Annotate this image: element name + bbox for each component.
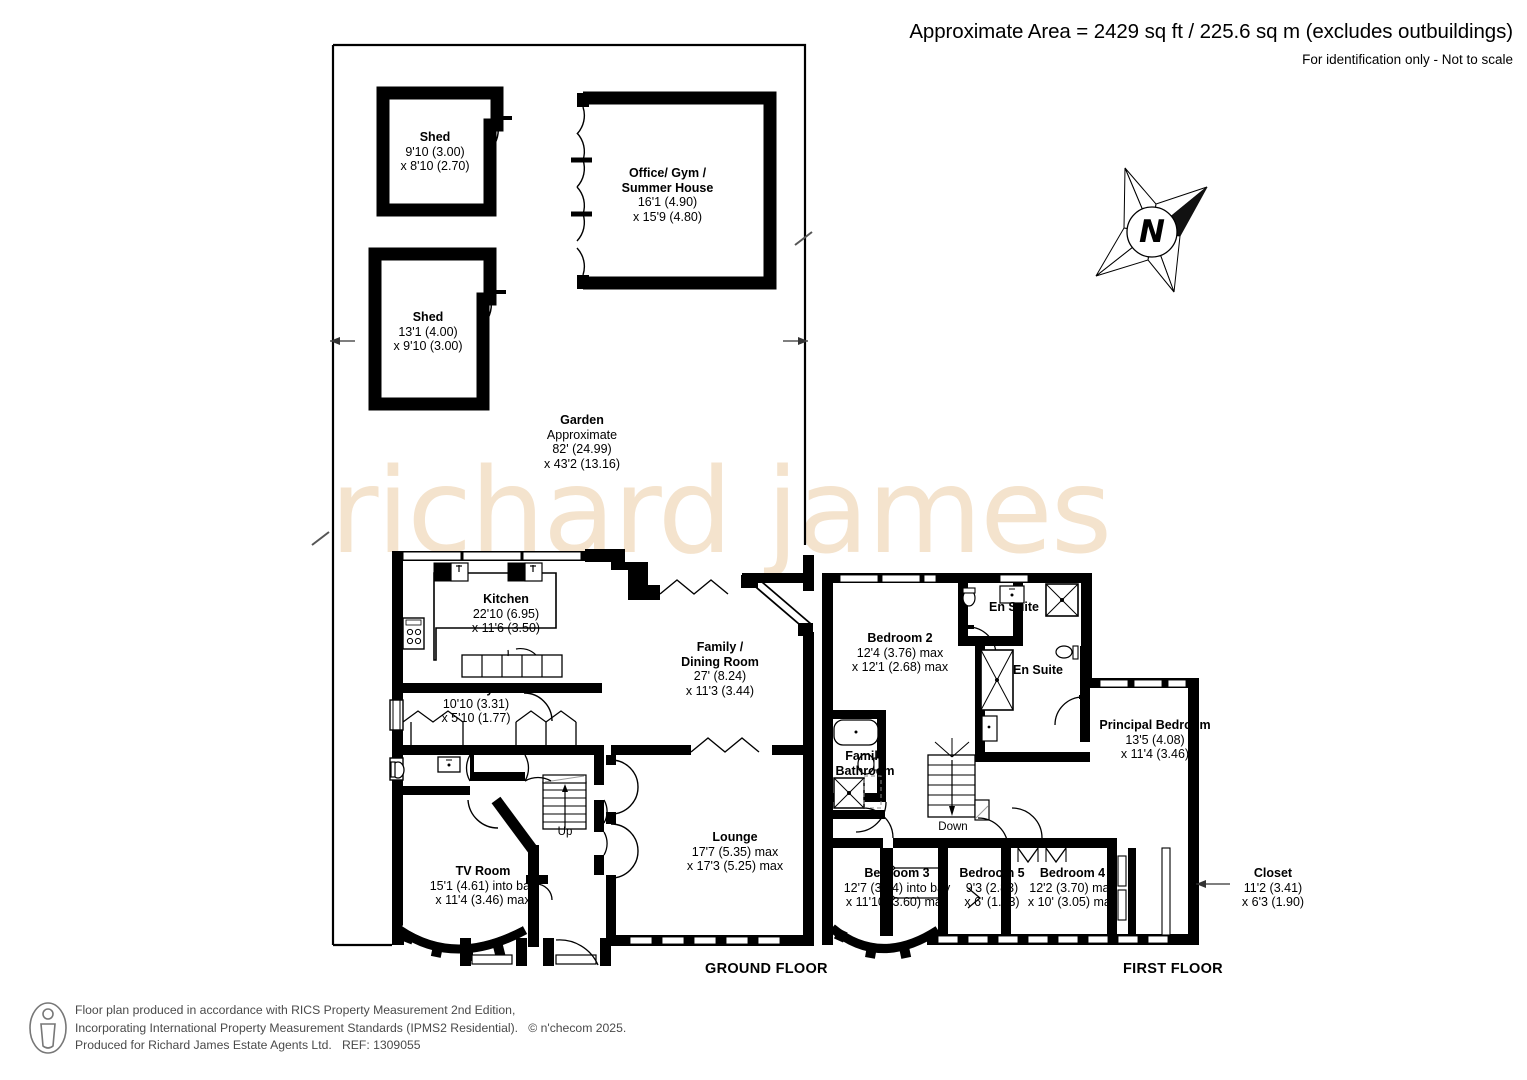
- footer-copyright: © n'checom 2025.: [528, 1020, 627, 1035]
- utility-name: Utility: [458, 682, 494, 696]
- room-label-bedroom-4: Bedroom 4 12'2 (3.70) max x 10' (3.05) m…: [1010, 866, 1135, 910]
- first-floor-label: FIRST FLOOR: [1123, 961, 1223, 977]
- room-label-office-gym: Office/ Gym / Summer House 16'1 (4.90) x…: [580, 166, 755, 224]
- room-label-shed-1: Shed 9'10 (3.00) x 8'10 (2.70): [340, 130, 530, 174]
- room-label-lounge: Lounge 17'7 (5.35) max x 17'3 (5.25) max: [655, 830, 815, 874]
- shed-2-name: Shed: [412, 310, 444, 324]
- tv-room-name: TV Room: [455, 864, 511, 878]
- footer-line-2: Incorporating International Property Mea…: [75, 1020, 519, 1035]
- room-label-shed-2: Shed 13'1 (4.00) x 9'10 (3.00): [333, 310, 523, 354]
- lounge-dim1: 17'7 (5.35) max: [691, 844, 779, 859]
- family-dining-dim1: 27' (8.24): [693, 669, 747, 683]
- bedroom-5-name: Bedroom 5: [959, 866, 1025, 880]
- family-dining-name-2: Dining Room: [681, 654, 759, 669]
- utility-dim1: 10'10 (3.31): [442, 696, 510, 711]
- closet-dim2: x 6'3 (1.90): [1241, 895, 1305, 909]
- room-label-family-dining: Family / Dining Room 27' (8.24) x 11'3 (…: [640, 640, 800, 698]
- en-suite-2-name: En Suite: [1012, 663, 1063, 677]
- room-label-en-suite-2: En Suite: [1000, 663, 1076, 679]
- family-bathroom-name-1: Family: [845, 749, 885, 763]
- room-label-bedroom-5: Bedroom 5 9'3 (2.83) x 6' (1.83): [943, 866, 1041, 910]
- room-label-family-bathroom: Family Bathroom: [820, 749, 910, 779]
- garden-dim2: x 43'2 (13.16): [543, 456, 621, 471]
- family-dining-name-1: Family /: [696, 640, 744, 654]
- shed-2-dim1: 13'1 (4.00): [398, 324, 458, 339]
- lounge-dim2: x 17'3 (5.25) max: [686, 859, 784, 873]
- rics-person-icon: [29, 1002, 67, 1054]
- bedroom-5-dim2: x 6' (1.83): [964, 895, 1020, 909]
- watermark-richard-james: richard james: [330, 442, 1112, 580]
- shed-1-dim1: 9'10 (3.00): [405, 144, 465, 159]
- footer-ref: REF: 1309055: [341, 1038, 421, 1052]
- utility-dim2: x 5'10 (1.77): [441, 711, 511, 725]
- kitchen-name: Kitchen: [483, 592, 529, 606]
- family-bathroom-name-2: Bathroom: [835, 763, 895, 778]
- bedroom-2-name: Bedroom 2: [867, 631, 933, 645]
- kitchen-dim1: 22'10 (6.95): [472, 606, 540, 621]
- stairs-down-label: Down: [938, 821, 968, 833]
- footer-line-1: Floor plan produced in accordance with R…: [75, 1003, 516, 1017]
- bedroom-4-dim2: x 10' (3.05) max: [1027, 895, 1118, 909]
- bedroom-3-name: Bedroom 3: [864, 866, 930, 880]
- footer-line-3: Produced for Richard James Estate Agents…: [75, 1038, 332, 1052]
- tv-room-dim1: 15'1 (4.61) into bay: [429, 878, 537, 893]
- bedroom-5-dim1: 9'3 (2.83): [965, 880, 1019, 895]
- garden-dim1: 82' (24.99): [552, 442, 612, 456]
- stairs-up-label: Up: [557, 826, 573, 838]
- disclaimer-text: For identification only - Not to scale: [1302, 52, 1513, 67]
- room-label-bedroom-2: Bedroom 2 12'4 (3.76) max x 12'1 (2.68) …: [840, 631, 960, 675]
- room-label-closet: Closet 11'2 (3.41) x 6'3 (1.90): [1218, 866, 1328, 910]
- bedroom-2-dim2: x 12'1 (2.68) max: [851, 660, 949, 674]
- office-gym-name-1: Office/ Gym /: [628, 166, 707, 180]
- shed-1-name: Shed: [419, 130, 451, 144]
- room-label-kitchen: Kitchen 22'10 (6.95) x 11'6 (3.50): [436, 592, 576, 636]
- kitchen-dim2: x 11'6 (3.50): [471, 621, 541, 635]
- shed-2-dim2: x 9'10 (3.00): [393, 339, 463, 353]
- garden-approx: Approximate: [546, 427, 618, 442]
- bedroom-3-dim1: 12'7 (3.84) into bay: [843, 880, 951, 895]
- office-gym-dim2: x 15'9 (4.80): [632, 209, 703, 224]
- room-label-garden: Garden Approximate 82' (24.99) x 43'2 (1…: [492, 413, 672, 471]
- tv-room-dim2: x 11'4 (3.46) max: [435, 893, 531, 907]
- room-label-principal-bedroom: Principal Bedroom 13'5 (4.08) x 11'4 (3.…: [1060, 718, 1250, 762]
- bedroom-3-dim2: x 11'10 (3.60) max: [845, 895, 949, 909]
- bedroom-4-dim1: 12'2 (3.70) max: [1029, 880, 1116, 895]
- office-gym-dim1: 16'1 (4.90): [637, 195, 698, 209]
- bedroom-2-dim1: 12'4 (3.76) max: [856, 645, 944, 660]
- footer-text: Floor plan produced in accordance with R…: [75, 1002, 626, 1055]
- lounge-name: Lounge: [712, 830, 758, 844]
- shed-1-dim2: x 8'10 (2.70): [400, 159, 470, 173]
- closet-name: Closet: [1253, 866, 1293, 880]
- principal-bedroom-dim1: 13'5 (4.08): [1125, 732, 1185, 747]
- approximate-area-text: Approximate Area = 2429 sq ft / 225.6 sq…: [909, 20, 1513, 43]
- family-dining-dim2: x 11'3 (3.44): [685, 683, 755, 698]
- room-label-tv-room: TV Room 15'1 (4.61) into bay x 11'4 (3.4…: [393, 864, 573, 908]
- principal-bedroom-dim2: x 11'4 (3.46): [1120, 747, 1190, 761]
- room-label-utility: Utility 10'10 (3.31) x 5'10 (1.77): [406, 682, 546, 726]
- closet-dim1: 11'2 (3.41): [1243, 880, 1303, 895]
- room-label-en-suite-1: En Suite: [976, 600, 1052, 616]
- bedroom-4-name: Bedroom 4: [1039, 866, 1106, 880]
- office-gym-name-2: Summer House: [621, 180, 714, 195]
- garden-name: Garden: [560, 413, 604, 427]
- ground-floor-label: GROUND FLOOR: [705, 961, 828, 977]
- en-suite-1-name: En Suite: [988, 600, 1039, 614]
- room-label-bedroom-3: Bedroom 3 12'7 (3.84) into bay x 11'10 (…: [822, 866, 972, 910]
- principal-bedroom-name: Principal Bedroom: [1099, 718, 1211, 732]
